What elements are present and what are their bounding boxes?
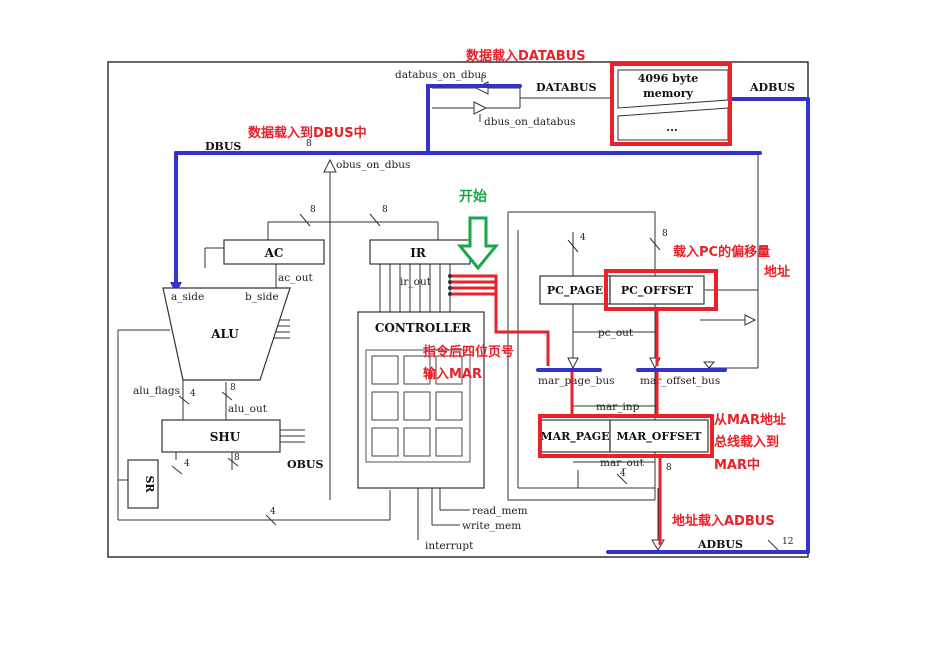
obus-on-dbus-label: obus_on_dbus bbox=[336, 159, 410, 171]
mar-highlight-box bbox=[538, 414, 714, 458]
obus-label: OBUS bbox=[287, 458, 323, 471]
bit-shu-out: 8 bbox=[234, 453, 240, 463]
shu-unit bbox=[161, 419, 281, 453]
memory-label-1: 4096 byte bbox=[638, 72, 699, 85]
shu-label: SHU bbox=[210, 430, 241, 444]
annotation-mar-2: 总线载入到 bbox=[714, 434, 779, 450]
bit-ir-in: 8 bbox=[382, 205, 388, 215]
ir-label: IR bbox=[410, 246, 427, 260]
memory-block: 4096 byte memory ... bbox=[617, 69, 729, 141]
dbus-label: DBUS bbox=[205, 140, 241, 153]
mar-offset-register bbox=[609, 419, 709, 453]
annotation-pc-offset-1: 载入PC的偏移量 bbox=[673, 244, 770, 260]
pc-offset-highlight-box bbox=[604, 269, 718, 311]
mar-page-bus-label: mar_page_bus bbox=[538, 375, 615, 387]
adbus-bottom-label: ADBUS bbox=[697, 538, 743, 551]
bit-dbus: 8 bbox=[306, 139, 312, 149]
bit-mar-offset-out: 8 bbox=[666, 463, 672, 473]
sr-register bbox=[127, 459, 159, 509]
databus-on-dbus-bus bbox=[426, 84, 522, 155]
dbus-on-databus-label: dbus_on_databus bbox=[484, 116, 576, 128]
alu-flags-label: alu_flags bbox=[133, 385, 180, 397]
annotation-adbus-load: 地址载入ADBUS bbox=[672, 513, 775, 529]
interrupt-label: interrupt bbox=[425, 540, 474, 552]
sr-label: SR bbox=[143, 475, 156, 493]
annotation-mar-3: MAR中 bbox=[714, 457, 760, 473]
write-mem-label: write_mem bbox=[462, 520, 521, 532]
bit-feedback: 4 bbox=[270, 507, 276, 517]
pc-page-register bbox=[539, 275, 611, 305]
bit-alu-out: 8 bbox=[230, 383, 236, 393]
annotation-ir-page-1: 指令后四位页号 bbox=[423, 344, 514, 360]
bus-lines bbox=[174, 84, 810, 554]
bit-pc-page-in: 4 bbox=[580, 233, 586, 243]
pc-offset-label: PC_OFFSET bbox=[621, 284, 694, 298]
ac-label: AC bbox=[264, 246, 284, 260]
b-side-label: b_side bbox=[245, 291, 279, 303]
bit-sr: 4 bbox=[184, 459, 190, 469]
alu-out-label: alu_out bbox=[228, 403, 268, 415]
pc-offset-register bbox=[609, 275, 705, 305]
mar-page-label: MAR_PAGE bbox=[540, 430, 609, 444]
pc-out-label: pc_out bbox=[598, 327, 634, 339]
start-arrow-icon bbox=[456, 216, 500, 271]
annotation-pc-offset-2: 地址 bbox=[764, 264, 790, 280]
ir-out-taps bbox=[448, 274, 452, 296]
highlights bbox=[450, 62, 732, 545]
annotation-start: 开始 bbox=[459, 188, 487, 205]
bit-pc-offset-in: 8 bbox=[662, 229, 668, 239]
annotation-dbus-load: 数据载入到DBUS中 bbox=[248, 125, 367, 141]
bit-ac-in: 8 bbox=[310, 205, 316, 215]
mar-out-label: mar_out bbox=[600, 457, 645, 469]
alu-label: ALU bbox=[210, 327, 239, 341]
controller-label: CONTROLLER bbox=[375, 321, 472, 335]
pc-page-label: PC_PAGE bbox=[547, 284, 603, 298]
bit-alu-flags: 4 bbox=[190, 389, 196, 399]
mar-offset-bus-label: mar_offset_bus bbox=[640, 375, 720, 387]
mar-inp-label: mar_inp bbox=[596, 401, 640, 413]
annotation-databus-load: 数据载入DATABUS bbox=[466, 48, 586, 64]
mar-offset-label: MAR_OFFSET bbox=[616, 430, 702, 444]
memory-dots: ... bbox=[666, 121, 678, 134]
read-mem-label: read_mem bbox=[472, 505, 528, 517]
ac-register bbox=[223, 239, 325, 265]
a-side-label: a_side bbox=[171, 291, 204, 303]
controller-unit: CONTROLLER bbox=[357, 311, 485, 489]
memory-label-2: memory bbox=[643, 87, 693, 100]
databus-label: DATABUS bbox=[536, 81, 596, 94]
alu-unit bbox=[162, 287, 291, 381]
memory-highlight-box bbox=[610, 62, 732, 146]
annotation-mar-1: 从MAR地址 bbox=[714, 412, 786, 428]
annotation-ir-page-2: 输入MAR bbox=[423, 366, 482, 382]
bit-adbus: 12 bbox=[782, 537, 793, 547]
bit-mar-low: 4 bbox=[620, 469, 626, 479]
ir-to-mar-path bbox=[450, 274, 550, 366]
ac-out-label: ac_out bbox=[278, 272, 313, 284]
databus-on-dbus-label: databus_on_dbus bbox=[395, 69, 487, 81]
ir-out-label: ir_out bbox=[400, 276, 432, 288]
adbus-top-label: ADBUS bbox=[749, 81, 795, 94]
